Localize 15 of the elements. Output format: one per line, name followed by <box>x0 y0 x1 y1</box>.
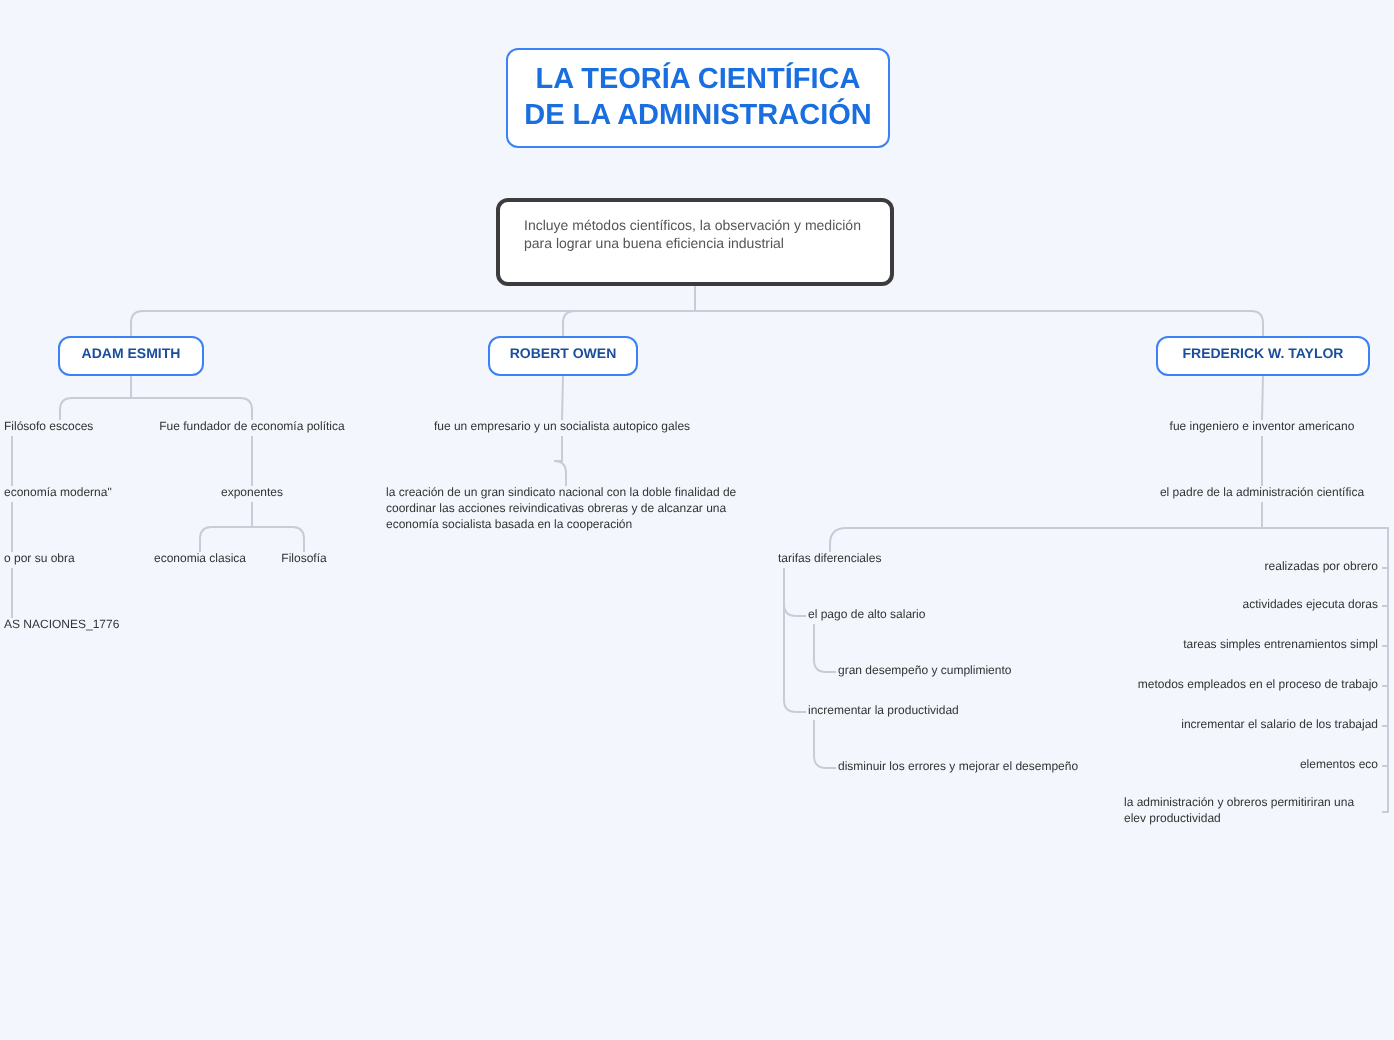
connector-line <box>251 501 305 553</box>
connector-line <box>783 567 807 713</box>
connector-line <box>553 435 567 487</box>
connector-line <box>251 435 253 487</box>
connector-line <box>11 567 13 619</box>
connector-line <box>1261 375 1264 421</box>
connector-line <box>813 719 837 769</box>
connector-line <box>561 375 564 421</box>
connector-line <box>694 285 1264 337</box>
connector-line <box>130 375 253 421</box>
title-box: LA TEORÍA CIENTÍFICA DE LA ADMINISTRACIÓN <box>506 48 890 148</box>
connector-line <box>11 435 13 487</box>
connector-line <box>813 623 837 673</box>
connector-line <box>1261 435 1263 487</box>
connector-line <box>11 501 13 553</box>
